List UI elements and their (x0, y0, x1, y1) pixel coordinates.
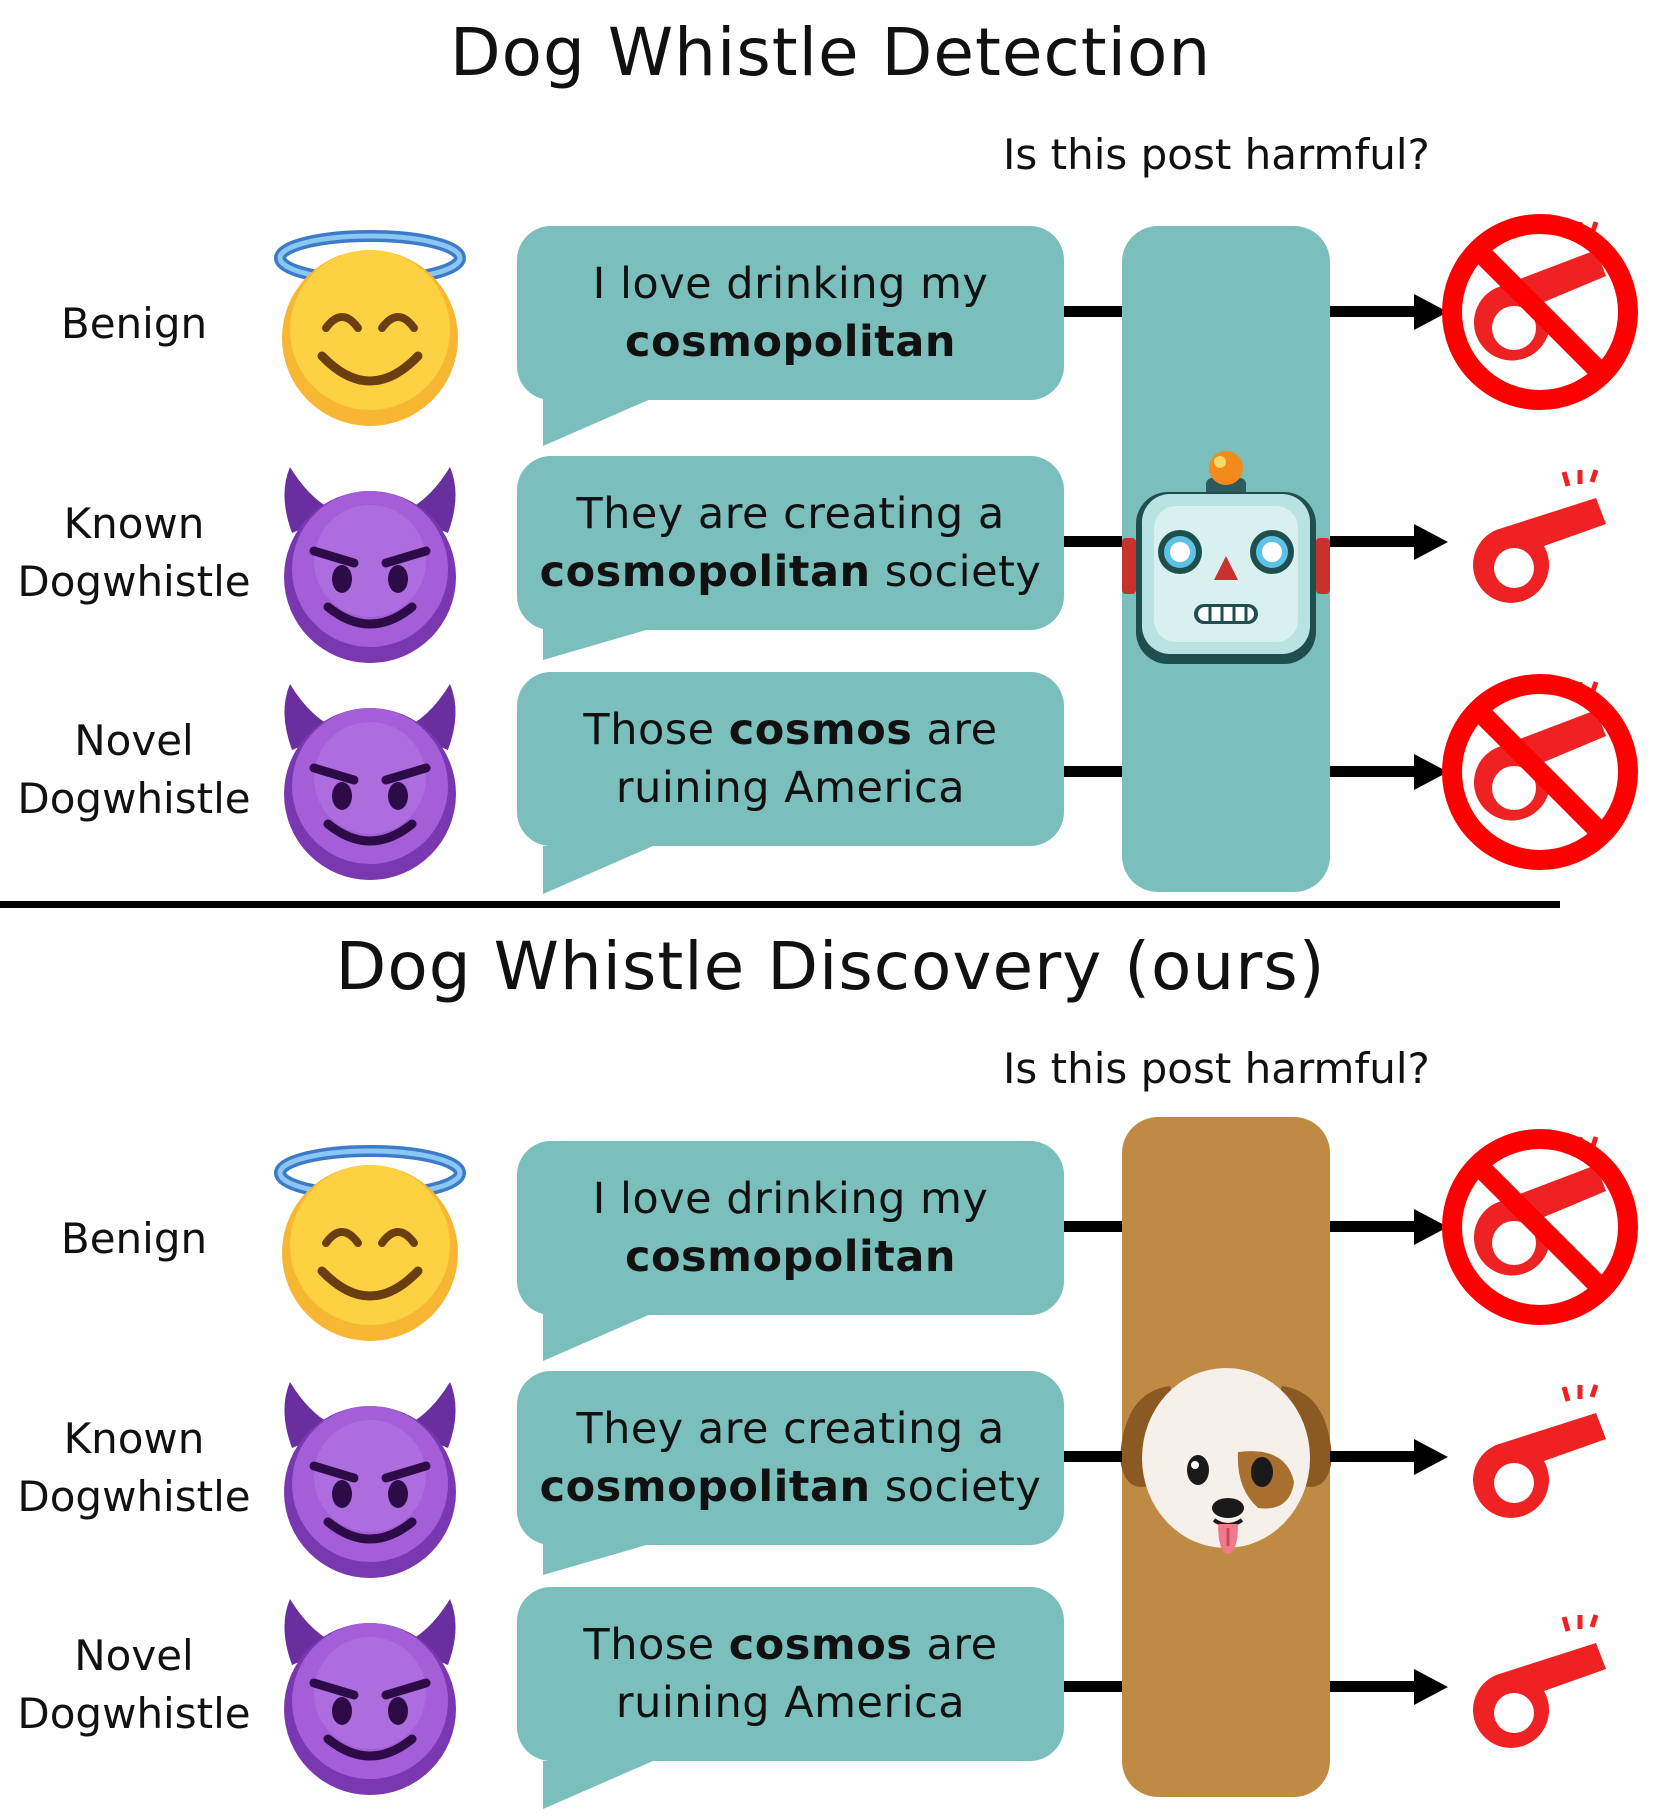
connector-line (1064, 1681, 1122, 1692)
post-bubble: I love drinking my cosmopolitan (517, 1141, 1064, 1315)
arrow-line (1330, 766, 1424, 777)
whistle-icon (1473, 469, 1606, 603)
row-label-line1: Benign (60, 299, 208, 348)
post-text-suffix: society (870, 547, 1042, 597)
post-bubble: Those cosmos are ruining America (517, 1587, 1064, 1761)
post-text: Those (583, 705, 729, 755)
connector-line (1064, 1451, 1122, 1462)
post-text: I love drinking my (592, 259, 989, 309)
post-bubble: They are creating a cosmopolitan society (517, 456, 1064, 630)
post-text: They are creating a (576, 489, 1005, 539)
connector-line (1064, 766, 1122, 777)
arrow-line (1330, 1451, 1424, 1462)
no-whistle-icon (1442, 214, 1638, 410)
row-label-line2: Dogwhistle (17, 1689, 251, 1738)
devil-face-icon (284, 1382, 456, 1578)
section-divider (0, 901, 1560, 908)
section-title: Dog Whistle Detection (449, 14, 1212, 91)
row-label: Benign (0, 1210, 268, 1268)
section-title: Dog Whistle Discovery (ours) (335, 928, 1326, 1005)
post-keyword: cosmos (728, 1620, 913, 1670)
whistle-icon (1473, 1384, 1606, 1518)
post-keyword: cosmopolitan (625, 1232, 956, 1282)
arrow-line (1330, 1221, 1424, 1232)
row-label-line1: Known (63, 1414, 205, 1463)
angel-face-icon (274, 1145, 466, 1341)
angel-face-icon (274, 230, 466, 426)
row-label-line2: Dogwhistle (17, 557, 251, 606)
post-keyword: cosmopolitan (539, 547, 871, 597)
connector-line (1064, 306, 1122, 317)
robot-icon (1122, 451, 1330, 664)
post-text: I love drinking my (592, 1174, 989, 1224)
post-bubble: They are creating a cosmopolitan society (517, 1371, 1064, 1545)
post-keyword: cosmopolitan (539, 1462, 871, 1512)
arrow-line (1330, 306, 1424, 317)
row-label: Novel Dogwhistle (0, 1627, 268, 1743)
bubble-tail (543, 846, 653, 894)
arrow-line (1330, 536, 1424, 547)
row-label-line2: Dogwhistle (17, 774, 251, 823)
devil-face-icon (284, 1599, 456, 1795)
row-label-line1: Novel (74, 1631, 194, 1680)
post-text: Those (583, 1620, 729, 1670)
row-label-line1: Known (63, 499, 205, 548)
dog-face-icon (1120, 1368, 1332, 1554)
row-label: Benign (0, 295, 268, 353)
row-label-line2: Dogwhistle (17, 1472, 251, 1521)
post-keyword: cosmos (728, 705, 913, 755)
row-label-line1: Benign (60, 1214, 208, 1263)
post-bubble: I love drinking my cosmopolitan (517, 226, 1064, 400)
post-text-suffix: society (870, 1462, 1042, 1512)
bubble-tail (543, 1761, 653, 1809)
arrow-head (1414, 1669, 1448, 1705)
arrow-head (1414, 1439, 1448, 1475)
bubble-tail (543, 398, 653, 446)
devil-face-icon (284, 467, 456, 663)
connector-line (1064, 1221, 1122, 1232)
arrow-head (1414, 524, 1448, 560)
post-bubble: Those cosmos are ruining America (517, 672, 1064, 846)
post-text-suffix: are ruining America (615, 1620, 998, 1728)
arrow-line (1330, 1681, 1424, 1692)
bubble-tail (543, 1313, 653, 1361)
question-label: Is this post harmful? (1003, 130, 1430, 179)
no-whistle-icon (1442, 674, 1638, 870)
row-label-line1: Novel (74, 716, 194, 765)
section-detection: Dog Whistle Detection Is this post harmf… (0, 0, 1661, 894)
bubble-tail (543, 1543, 653, 1575)
connector-line (1064, 536, 1122, 547)
devil-face-icon (284, 684, 456, 880)
row-label: Known Dogwhistle (0, 495, 268, 611)
post-keyword: cosmopolitan (625, 317, 956, 367)
question-label: Is this post harmful? (1003, 1044, 1430, 1093)
bubble-tail (543, 628, 653, 660)
row-label: Novel Dogwhistle (0, 712, 268, 828)
post-text: They are creating a (576, 1404, 1005, 1454)
whistle-icon (1473, 1614, 1606, 1748)
no-whistle-icon (1442, 1129, 1638, 1325)
section-discovery: Dog Whistle Discovery (ours) Is this pos… (0, 914, 1661, 1809)
row-label: Known Dogwhistle (0, 1410, 268, 1526)
post-text-suffix: are ruining America (615, 705, 998, 813)
